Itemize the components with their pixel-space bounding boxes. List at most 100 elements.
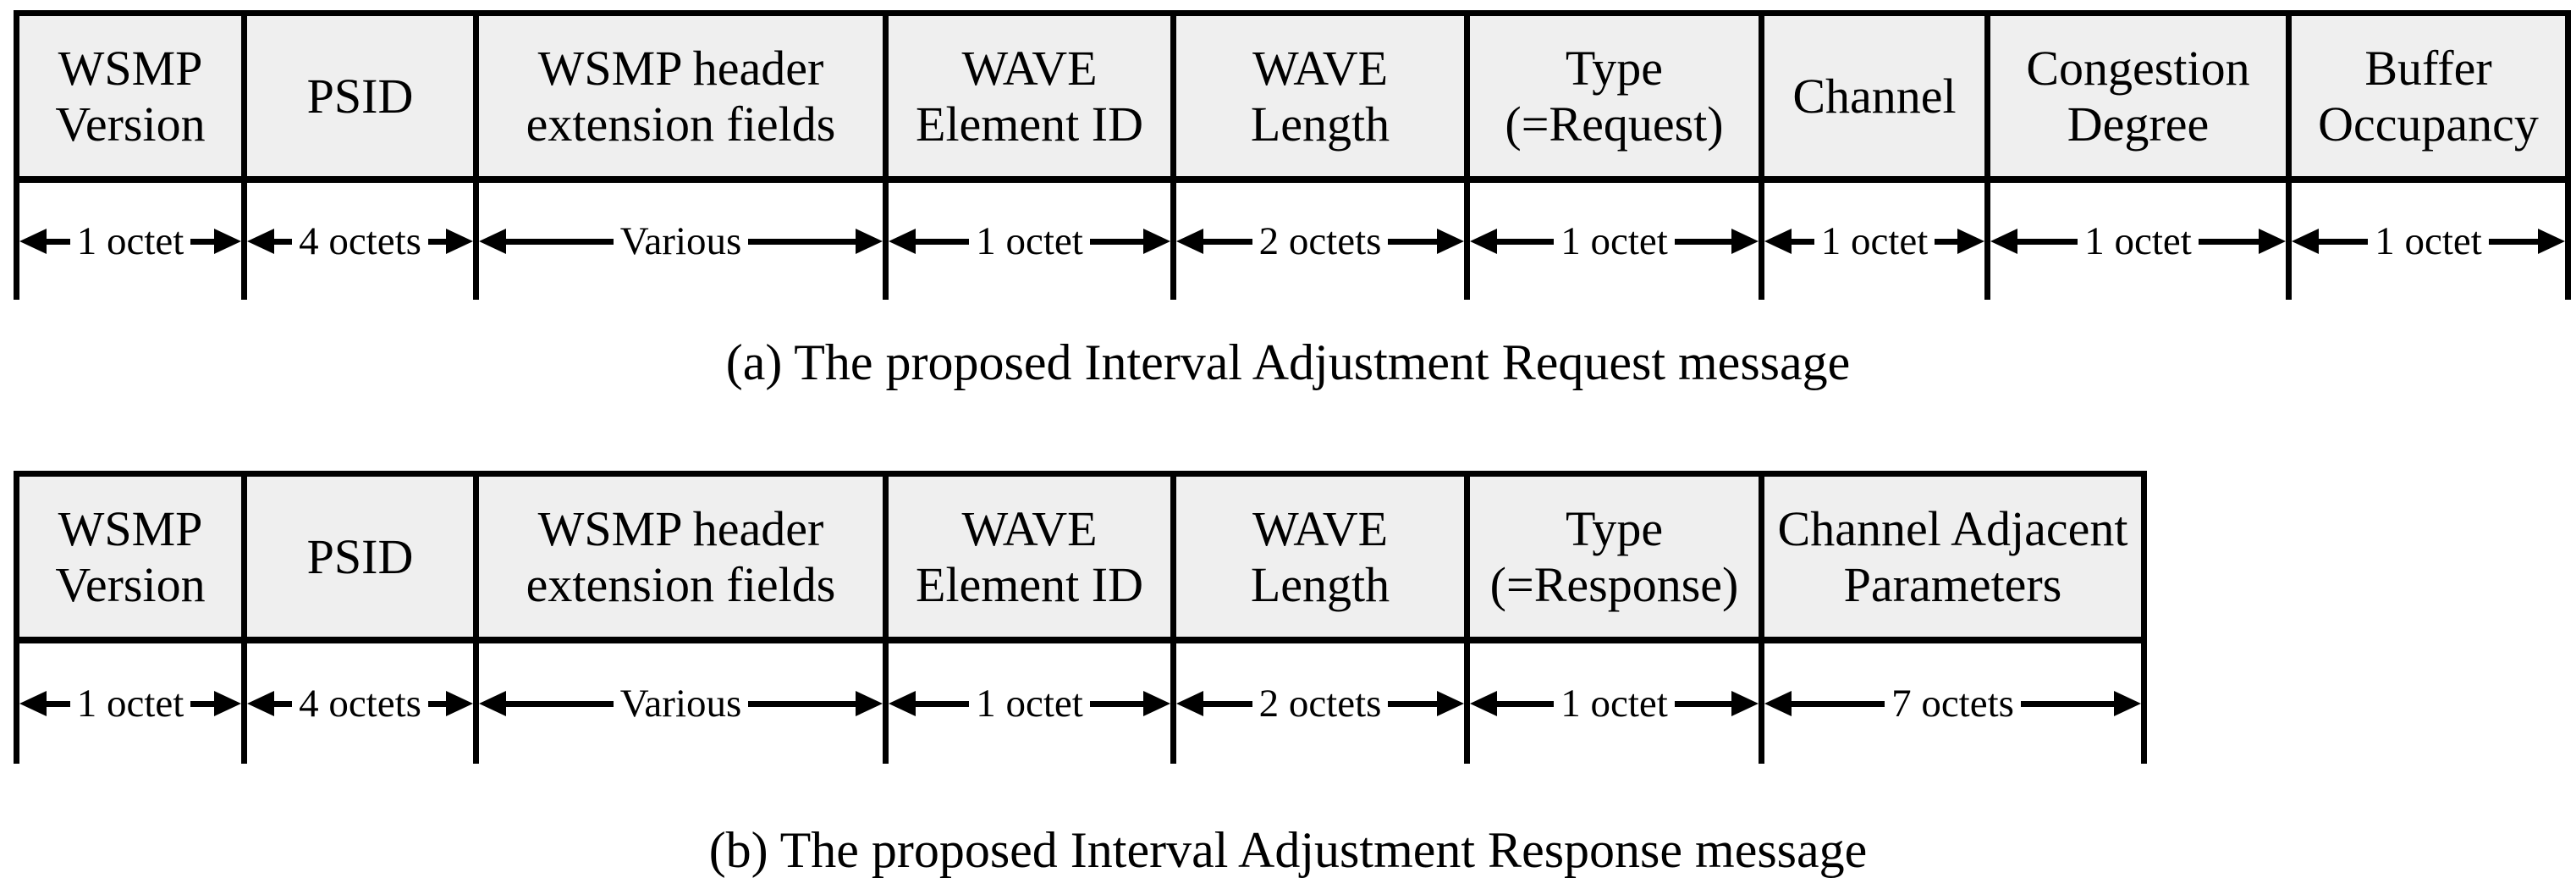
field-size-label: 2 octets bbox=[1258, 681, 1382, 726]
arrow-line bbox=[506, 238, 614, 245]
arrowhead-left-icon bbox=[479, 229, 506, 254]
size-cell-buffer-occupancy: 1 octet bbox=[2292, 183, 2571, 300]
arrowhead-left-icon bbox=[479, 691, 506, 716]
field-size-label: 1 octet bbox=[2375, 218, 2482, 263]
arrowhead-right-icon bbox=[1143, 229, 1170, 254]
arrow-line bbox=[427, 238, 447, 245]
arrow-line bbox=[1792, 238, 1814, 245]
field-size-label: 7 octets bbox=[1891, 681, 2014, 726]
field-cell-wsmp-version: WSMP Version bbox=[14, 471, 247, 643]
arrowhead-right-icon bbox=[2114, 691, 2141, 716]
field-cell-wave-element-id: WAVE Element ID bbox=[889, 471, 1176, 643]
arrowhead-right-icon bbox=[214, 691, 241, 716]
arrowhead-right-icon bbox=[1731, 691, 1759, 716]
arrow-line bbox=[748, 700, 856, 707]
arrowhead-right-icon bbox=[214, 229, 241, 254]
arrow-line bbox=[506, 700, 614, 707]
arrowhead-right-icon bbox=[1957, 229, 1984, 254]
field-size-label: Various bbox=[619, 681, 742, 726]
arrow-line bbox=[1674, 700, 1731, 707]
arrowhead-left-icon bbox=[2292, 229, 2319, 254]
arrow-line bbox=[1388, 238, 1438, 245]
arrowhead-right-icon bbox=[1143, 691, 1170, 716]
field-size-label: 1 octet bbox=[76, 218, 184, 263]
field-size-label: 1 octet bbox=[1560, 218, 1668, 263]
arrowhead-right-icon bbox=[1437, 691, 1464, 716]
size-cell-wave-length: 2 octets bbox=[1176, 183, 1470, 300]
field-size-label: 1 octet bbox=[2084, 218, 2192, 263]
size-cell-wave-element-id: 1 octet bbox=[889, 643, 1176, 764]
size-cell-channel: 1 octet bbox=[1764, 183, 1990, 300]
arrow-line bbox=[1497, 238, 1555, 245]
size-cell-wsmp-header-extension-fields: Various bbox=[479, 643, 889, 764]
field-cell-channel: Channel bbox=[1764, 10, 1990, 183]
field-size-label: 4 octets bbox=[299, 681, 421, 726]
field-cell-congestion-degree: Congestion Degree bbox=[1990, 10, 2292, 183]
size-cell-psid: 4 octets bbox=[247, 643, 479, 764]
figure-caption-a: (a) The proposed Interval Adjustment Req… bbox=[725, 334, 1851, 390]
field-cell-type-response: Type (=Response) bbox=[1470, 471, 1764, 643]
arrowhead-right-icon bbox=[856, 229, 883, 254]
field-cell-wave-length: WAVE Length bbox=[1176, 10, 1470, 183]
field-cell-wsmp-header-extension-fields: WSMP header extension fields bbox=[479, 10, 889, 183]
size-cell-congestion-degree: 1 octet bbox=[1990, 183, 2292, 300]
arrowhead-left-icon bbox=[1990, 229, 2017, 254]
figure-caption-b: (b) The proposed Interval Adjustment Res… bbox=[708, 822, 1868, 878]
arrowhead-right-icon bbox=[446, 229, 473, 254]
arrowhead-right-icon bbox=[1731, 229, 1759, 254]
arrowhead-left-icon bbox=[1176, 691, 1203, 716]
field-size-label: Various bbox=[619, 218, 742, 263]
size-cell-wsmp-version: 1 octet bbox=[14, 643, 247, 764]
arrowhead-right-icon bbox=[1437, 229, 1464, 254]
field-cell-psid: PSID bbox=[247, 10, 479, 183]
field-cell-wave-length: WAVE Length bbox=[1176, 471, 1470, 643]
size-cell-channel-adjacent-parameters: 7 octets bbox=[1764, 643, 2147, 764]
arrowhead-left-icon bbox=[247, 229, 274, 254]
arrow-line bbox=[1388, 700, 1438, 707]
arrow-line bbox=[47, 700, 70, 707]
arrow-line bbox=[1497, 700, 1555, 707]
field-size-label: 1 octet bbox=[76, 681, 184, 726]
arrowhead-left-icon bbox=[19, 691, 47, 716]
arrowhead-left-icon bbox=[1470, 229, 1497, 254]
arrow-line bbox=[47, 238, 70, 245]
size-cell-psid: 4 octets bbox=[247, 183, 479, 300]
field-cell-wave-element-id: WAVE Element ID bbox=[889, 10, 1176, 183]
request-message-table: WSMP Version PSID WSMP header extension … bbox=[14, 10, 2571, 300]
field-cell-type-request: Type (=Request) bbox=[1470, 10, 1764, 183]
arrow-line bbox=[2488, 238, 2538, 245]
arrowhead-right-icon bbox=[2538, 229, 2565, 254]
size-cell-wave-element-id: 1 octet bbox=[889, 183, 1176, 300]
field-cell-wsmp-header-extension-fields: WSMP header extension fields bbox=[479, 471, 889, 643]
field-size-label: 1 octet bbox=[976, 681, 1083, 726]
field-cell-psid: PSID bbox=[247, 471, 479, 643]
arrowhead-left-icon bbox=[1764, 229, 1792, 254]
arrow-line bbox=[1792, 700, 1885, 707]
arrow-line bbox=[1089, 238, 1143, 245]
size-cell-type-response: 1 octet bbox=[1470, 643, 1764, 764]
arrow-line bbox=[274, 238, 293, 245]
arrow-line bbox=[2017, 238, 2078, 245]
arrowhead-right-icon bbox=[446, 691, 473, 716]
field-size-label: 1 octet bbox=[976, 218, 1083, 263]
arrow-line bbox=[916, 700, 970, 707]
arrow-line bbox=[274, 700, 293, 707]
field-cell-channel-adjacent-parameters: Channel Adjacent Parameters bbox=[1764, 471, 2147, 643]
field-size-label: 4 octets bbox=[299, 218, 421, 263]
arrowhead-right-icon bbox=[2259, 229, 2286, 254]
arrowhead-left-icon bbox=[889, 229, 916, 254]
arrow-line bbox=[1935, 238, 1957, 245]
arrow-line bbox=[190, 700, 214, 707]
field-size-label: 1 octet bbox=[1560, 681, 1668, 726]
arrow-line bbox=[2020, 700, 2115, 707]
size-cell-wsmp-header-extension-fields: Various bbox=[479, 183, 889, 300]
arrow-line bbox=[2198, 238, 2259, 245]
arrowhead-left-icon bbox=[247, 691, 274, 716]
arrowhead-left-icon bbox=[19, 229, 47, 254]
arrowhead-left-icon bbox=[1764, 691, 1792, 716]
size-cell-type-request: 1 octet bbox=[1470, 183, 1764, 300]
arrow-line bbox=[1203, 700, 1252, 707]
arrowhead-right-icon bbox=[856, 691, 883, 716]
field-size-label: 2 octets bbox=[1258, 218, 1382, 263]
